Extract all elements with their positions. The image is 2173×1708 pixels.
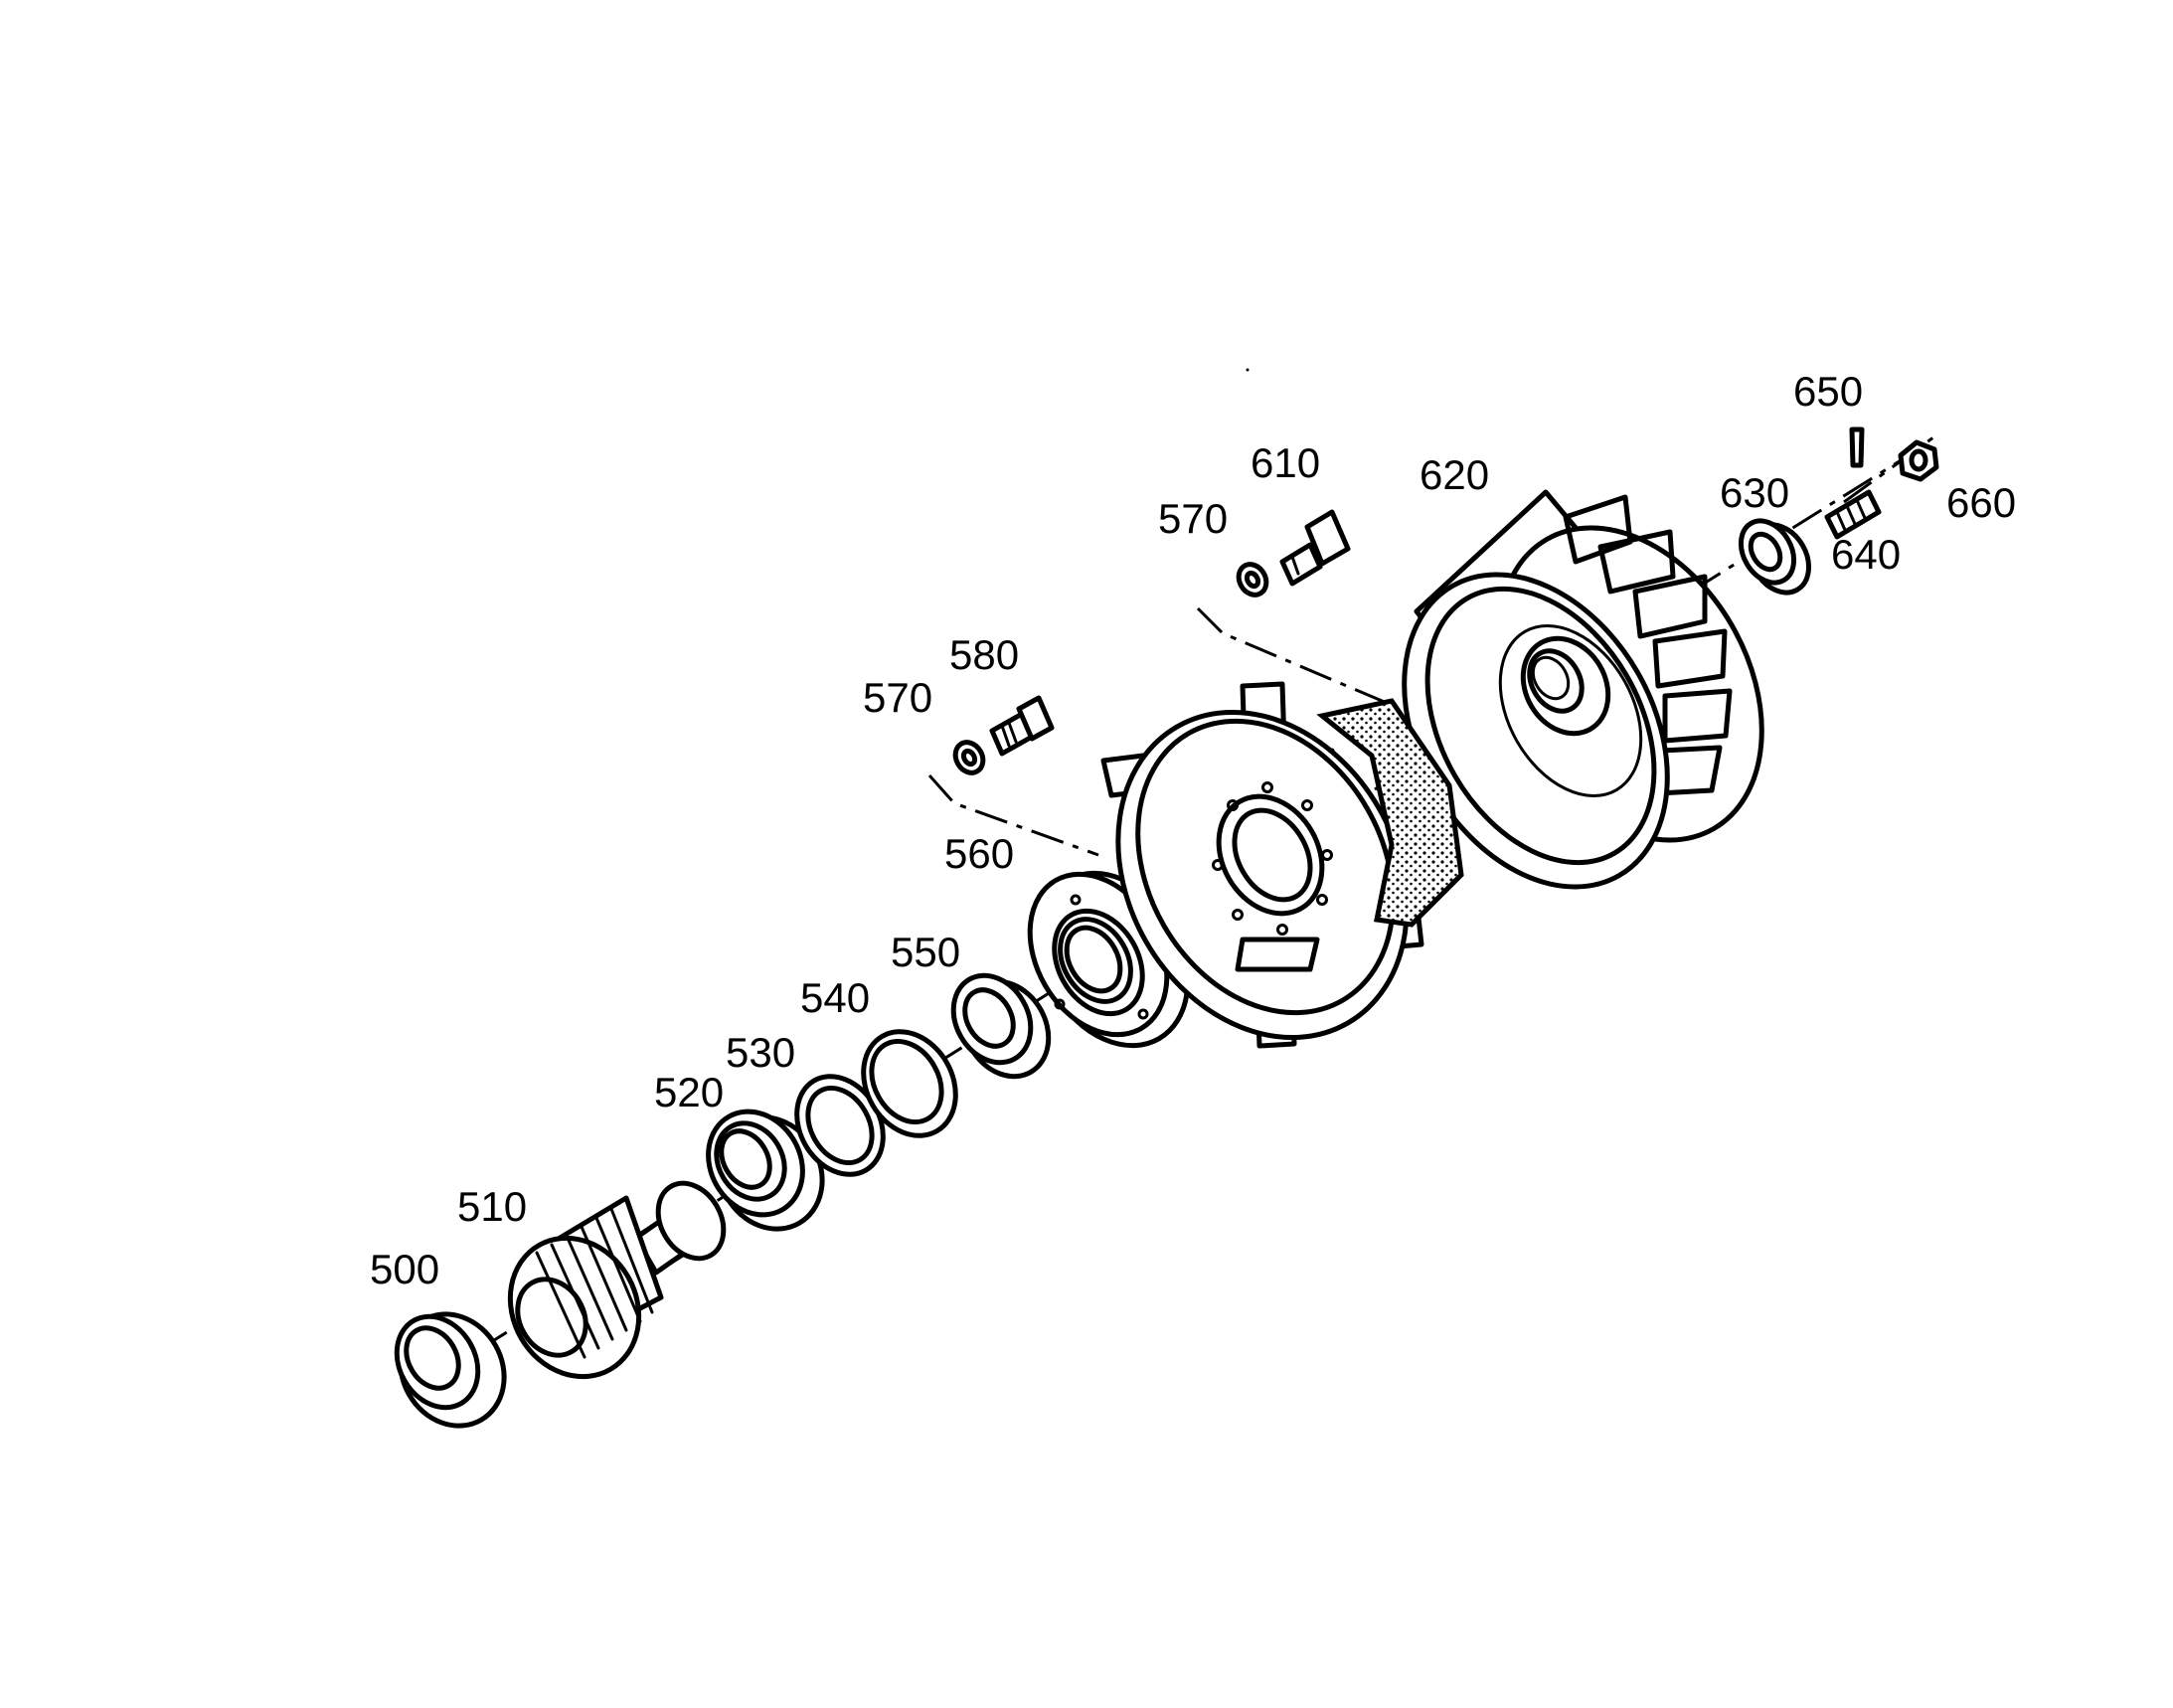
label-510: 510 [457, 1183, 527, 1230]
label-550: 550 [891, 929, 960, 975]
label-570-lower: 570 [863, 674, 932, 721]
carrier-bolt-holes [1212, 781, 1333, 936]
label-520: 520 [654, 1069, 724, 1115]
label-570-upper: 570 [1158, 495, 1228, 542]
part-640-fitting [1824, 489, 1882, 540]
label-660: 660 [1946, 479, 2016, 526]
part-610-bolt [1279, 509, 1351, 587]
gear-teeth [535, 1207, 654, 1359]
part-580-bolt [989, 695, 1055, 757]
part-labels: 500 510 520 530 540 550 560 570 580 570 … [370, 368, 2016, 1292]
part-550-bearing [950, 972, 1052, 1080]
part-570-washer-lower [952, 740, 986, 775]
part-620-drum [1402, 489, 1764, 890]
part-530-ring [794, 1074, 886, 1177]
part-660-nut [1898, 439, 1939, 482]
label-640: 640 [1831, 531, 1901, 578]
part-500-seal [394, 1311, 507, 1429]
label-620: 620 [1420, 451, 1489, 498]
label-530: 530 [726, 1029, 795, 1076]
part-630-bearing [1738, 518, 1812, 596]
label-500: 500 [370, 1246, 439, 1292]
label-540: 540 [800, 974, 870, 1021]
label-580: 580 [949, 631, 1019, 678]
brake-carrier-plate [1100, 681, 1464, 1049]
part-540-ring [861, 1029, 958, 1138]
part-510-gear-shaft [507, 1180, 727, 1380]
bolt-leader-lines [927, 606, 1388, 857]
part-570-washer-upper [1236, 562, 1269, 598]
part-520-bearing [706, 1109, 825, 1232]
label-650: 650 [1793, 368, 1863, 415]
label-630: 630 [1720, 469, 1789, 516]
label-610: 610 [1251, 439, 1320, 486]
label-560: 560 [944, 830, 1014, 877]
stray-dot [1246, 368, 1250, 372]
part-650-pin [1849, 427, 1865, 468]
